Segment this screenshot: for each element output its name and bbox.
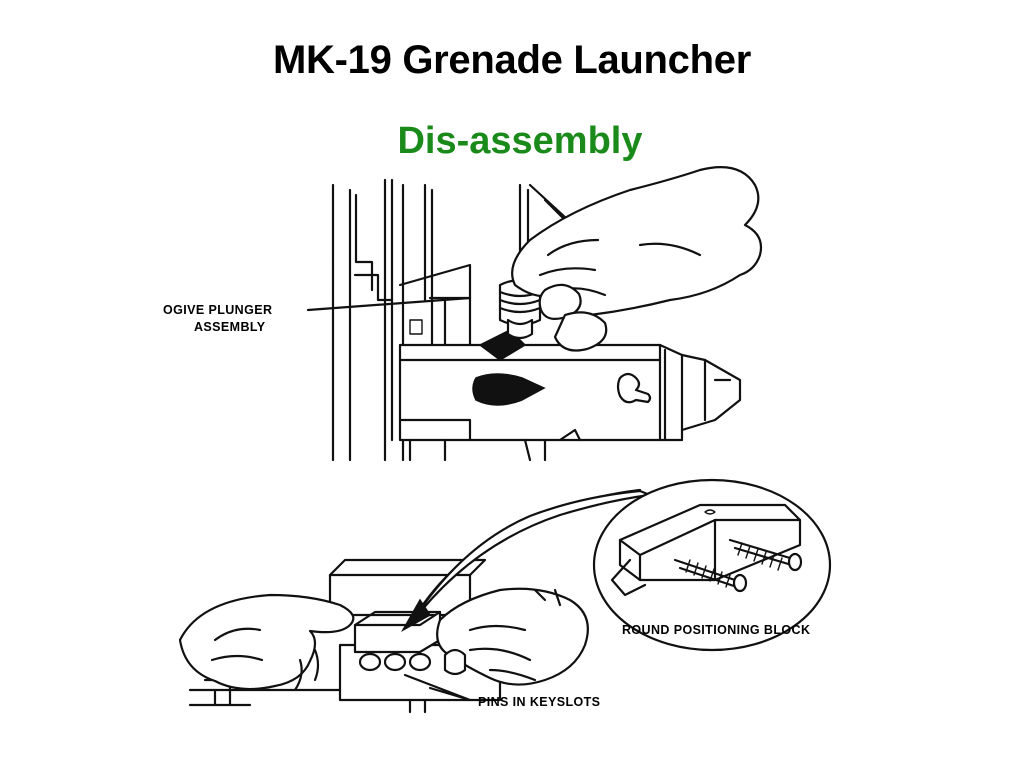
pins-leader-lines: [403, 673, 472, 702]
slide-title: MK-19 Grenade Launcher: [273, 38, 751, 82]
pins-in-keyslots-label: PINS IN KEYSLOTS: [478, 695, 600, 709]
positioning-block-illustration: [178, 478, 832, 714]
ogive-plunger-label-line2: ASSEMBLY: [194, 320, 266, 334]
round-positioning-block-label: ROUND POSITIONING BLOCK: [622, 623, 810, 637]
slide-subtitle: Dis-assembly: [397, 120, 643, 162]
ogive-plunger-label-line1: OGIVE PLUNGER: [163, 303, 272, 317]
ogive-plunger-illustration: [331, 166, 763, 462]
ogive-plunger-leader-line: [306, 296, 472, 312]
